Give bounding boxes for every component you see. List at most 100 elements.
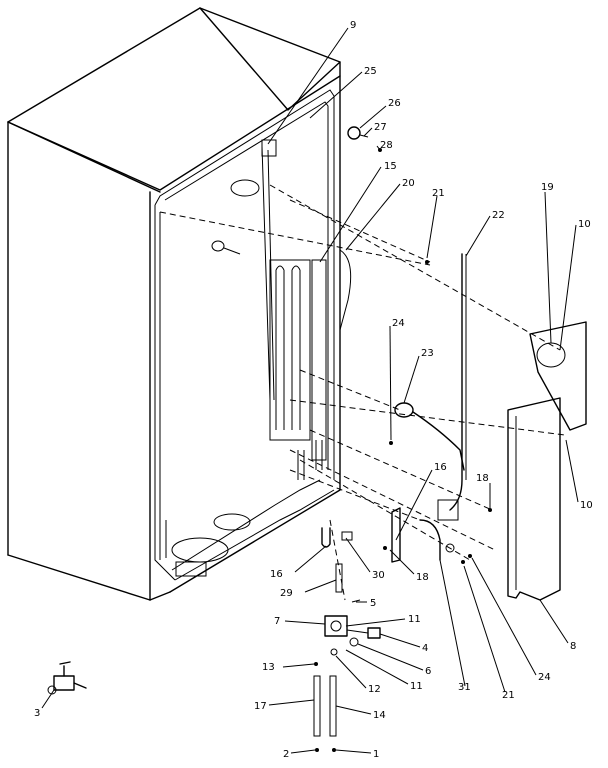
cabinet-base-b: [169, 489, 341, 593]
leader-10-bottom: [565, 439, 579, 503]
leader-21-lower: [463, 565, 506, 693]
part-5-screw: [351, 599, 361, 603]
part-16-clip: [321, 527, 331, 548]
compressor: [171, 537, 229, 563]
label-28: 28: [380, 140, 393, 151]
dash-5: [289, 399, 566, 436]
leader-28: [376, 145, 381, 151]
label-6: 6: [425, 666, 431, 677]
leader-31: [439, 559, 466, 687]
part-29-pin: [335, 563, 343, 593]
label-12: 12: [368, 684, 381, 695]
label-14: 14: [373, 710, 386, 721]
label-5: 5: [370, 598, 376, 609]
leader-18-lower: [389, 549, 415, 575]
label-2: 2: [283, 749, 289, 760]
part-3-handle: [59, 661, 71, 665]
part-19-cover: [529, 321, 587, 431]
leader-11-top: [345, 618, 406, 627]
alignment-lines: [159, 184, 566, 601]
label-7: 7: [274, 616, 280, 627]
top-bracket: [261, 139, 277, 157]
part-1-fitting: [332, 748, 336, 752]
part-7-valve-body: [324, 615, 348, 637]
leader-14: [335, 705, 372, 715]
dash-9: [299, 459, 471, 561]
part-31-clamp: [445, 543, 455, 553]
label-16-lower: 16: [270, 569, 283, 580]
dash-7: [289, 469, 421, 521]
cabinet-base-a: [149, 591, 171, 601]
label-16-top: 16: [434, 462, 447, 473]
label-4: 4: [422, 643, 428, 654]
leader-10-top: [559, 224, 577, 351]
leader-20: [345, 183, 401, 251]
part-17-tube: [313, 675, 321, 737]
label-13: 13: [262, 662, 275, 673]
part-26-knob: [347, 126, 361, 140]
leader-13: [282, 663, 315, 668]
label-24-lower: 24: [538, 672, 551, 683]
leader-16-lower: [294, 545, 327, 573]
part-21-screw: [425, 260, 429, 264]
grommet: [211, 240, 225, 252]
part-24-screw-lower: [468, 554, 472, 558]
part-7-valve-port: [330, 620, 342, 632]
tube-b: [267, 149, 275, 401]
label-30: 30: [372, 570, 385, 581]
leader-6: [357, 643, 424, 671]
part-8-back-panel: [507, 397, 561, 601]
label-1: 1: [373, 749, 379, 760]
leader-2: [290, 749, 316, 754]
label-9: 9: [350, 20, 356, 31]
label-18-right: 18: [476, 473, 489, 484]
part-3-inlet: [47, 685, 57, 695]
coil-bends: [275, 265, 301, 271]
dash-2: [159, 211, 431, 266]
label-23: 23: [421, 348, 434, 359]
label-8: 8: [570, 641, 576, 652]
leader-16: [395, 469, 433, 541]
label-31: 31: [458, 682, 471, 693]
tube-a: [261, 145, 271, 401]
compressor-top: [213, 513, 251, 531]
leader-23: [403, 355, 420, 404]
label-19: 19: [541, 182, 554, 193]
part-31-fitting: [437, 499, 459, 521]
label-21-lower: 21: [502, 690, 515, 701]
leader-8: [539, 599, 569, 644]
drain-tube: [311, 259, 327, 461]
part-4-solenoid: [367, 627, 381, 639]
fan-motor: [230, 179, 260, 197]
leader-24-lower: [471, 557, 537, 676]
label-18-lower: 18: [416, 572, 429, 583]
dash-8: [309, 429, 493, 511]
condenser-coil: [269, 259, 327, 480]
dash-10: [329, 519, 346, 601]
callout-labels: 9 25 26 27 28 15 20 21 22 19 10 24 23 10…: [34, 20, 593, 760]
label-29: 29: [280, 588, 293, 599]
label-15: 15: [384, 161, 397, 172]
part-2-fitting: [315, 748, 319, 752]
label-27: 27: [374, 122, 387, 133]
leader-29: [304, 579, 337, 593]
leader-11-bottom: [345, 649, 409, 685]
cabinet-top-front-edge: [7, 121, 161, 193]
coil-frame: [269, 259, 311, 441]
part-21-screw-lower: [461, 560, 465, 564]
leader-7: [284, 620, 326, 625]
part-22-harness: [449, 253, 463, 511]
part-3-body: [53, 675, 75, 691]
part-3-valve: [47, 661, 87, 695]
leader-30: [345, 537, 371, 573]
leader-4: [379, 633, 421, 648]
part-6-nut: [349, 637, 359, 647]
label-26: 26: [388, 98, 401, 109]
leader-26: [359, 105, 387, 129]
back-panel-top-inner: [164, 101, 329, 470]
part-24-screw: [389, 441, 393, 445]
cabinet: [7, 7, 352, 601]
label-21-top: 21: [432, 188, 445, 199]
label-17: 17: [254, 701, 267, 712]
